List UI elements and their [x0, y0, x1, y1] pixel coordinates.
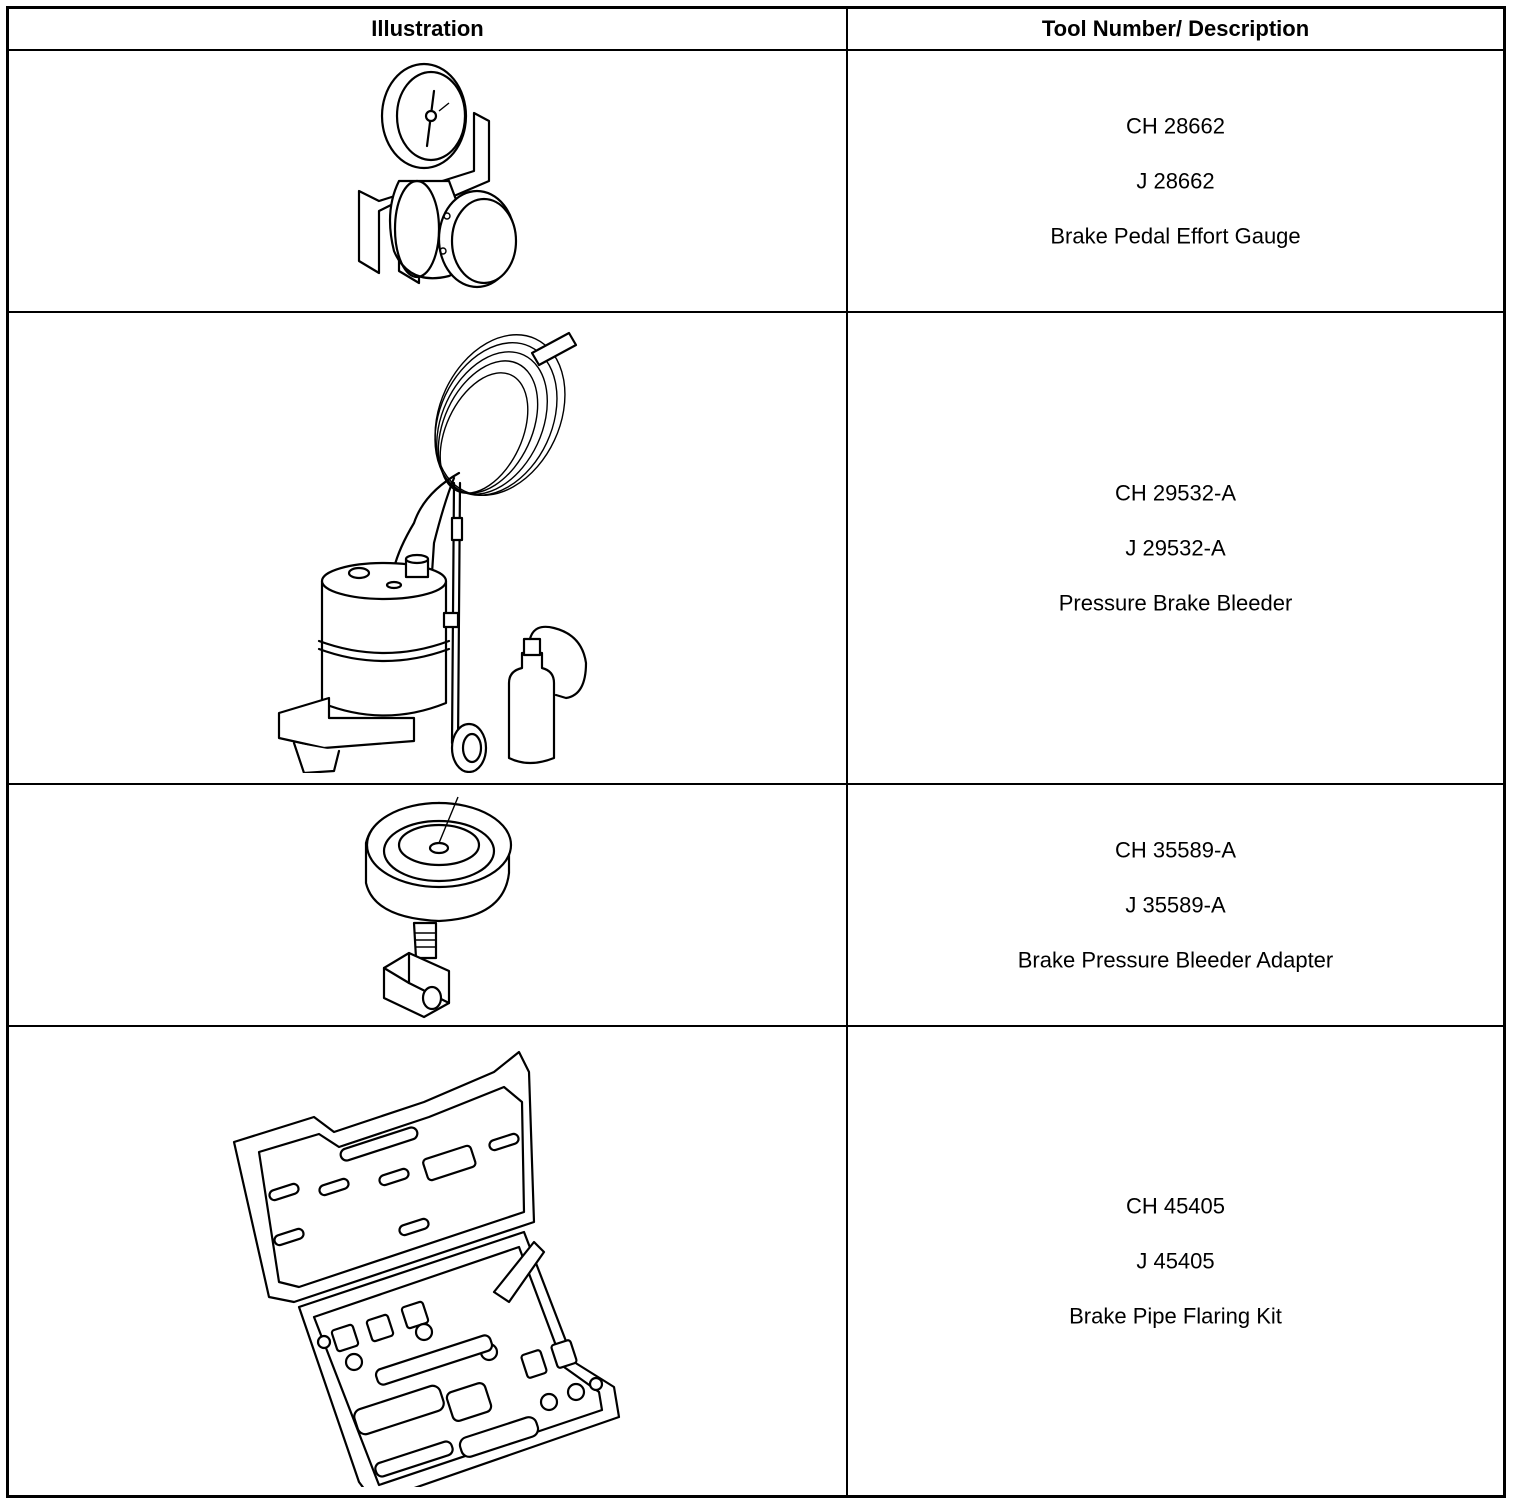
ch-tool-number: CH 35589-A	[1114, 837, 1237, 863]
illustration-cell	[9, 51, 848, 311]
tool-name: Brake Pressure Bleeder Adapter	[1017, 947, 1334, 973]
ch-tool-number: CH 29532-A	[1114, 480, 1237, 506]
header-description: Tool Number/ Description	[1041, 16, 1310, 41]
table-row: CH 45405 J 45405 Brake Pipe Flaring Kit	[9, 1027, 1503, 1495]
header-description-cell: Tool Number/ Description	[848, 9, 1503, 49]
flaring-kit-icon	[232, 1050, 621, 1487]
description-cell: CH 29532-A J 29532-A Pressure Brake Blee…	[848, 313, 1503, 783]
header-illustration: Illustration	[371, 16, 484, 41]
tool-name: Brake Pedal Effort Gauge	[1050, 223, 1301, 249]
tool-name: Brake Pipe Flaring Kit	[1069, 1303, 1282, 1329]
table-header-row: Illustration Tool Number/ Description	[9, 9, 1503, 51]
ch-tool-number: CH 28662	[1125, 113, 1226, 139]
header-illustration-cell: Illustration	[9, 9, 848, 49]
pedal-effort-gauge-icon	[357, 62, 518, 289]
table-row: CH 35589-A J 35589-A Brake Pressure Blee…	[9, 785, 1503, 1027]
description-cell: CH 35589-A J 35589-A Brake Pressure Blee…	[848, 785, 1503, 1025]
table-row: CH 28662 J 28662 Brake Pedal Effort Gaug…	[9, 51, 1503, 313]
j-tool-number: J 28662	[1136, 168, 1215, 194]
description-cell: CH 28662 J 28662 Brake Pedal Effort Gaug…	[848, 51, 1503, 311]
pressure-bleeder-icon	[277, 331, 588, 773]
j-tool-number: J 45405	[1136, 1248, 1215, 1274]
illustration-cell	[9, 1027, 848, 1495]
special-tools-table: Illustration Tool Number/ Description	[6, 6, 1506, 1498]
tool-name: Pressure Brake Bleeder	[1058, 590, 1293, 616]
ch-tool-number: CH 45405	[1125, 1193, 1226, 1219]
bleeder-adapter-icon	[364, 796, 513, 1019]
illustration-cell	[9, 785, 848, 1025]
description-cell: CH 45405 J 45405 Brake Pipe Flaring Kit	[848, 1027, 1503, 1495]
table-row: CH 29532-A J 29532-A Pressure Brake Blee…	[9, 313, 1503, 785]
j-tool-number: J 29532-A	[1125, 535, 1226, 561]
illustration-cell	[9, 313, 848, 783]
j-tool-number: J 35589-A	[1125, 892, 1226, 918]
